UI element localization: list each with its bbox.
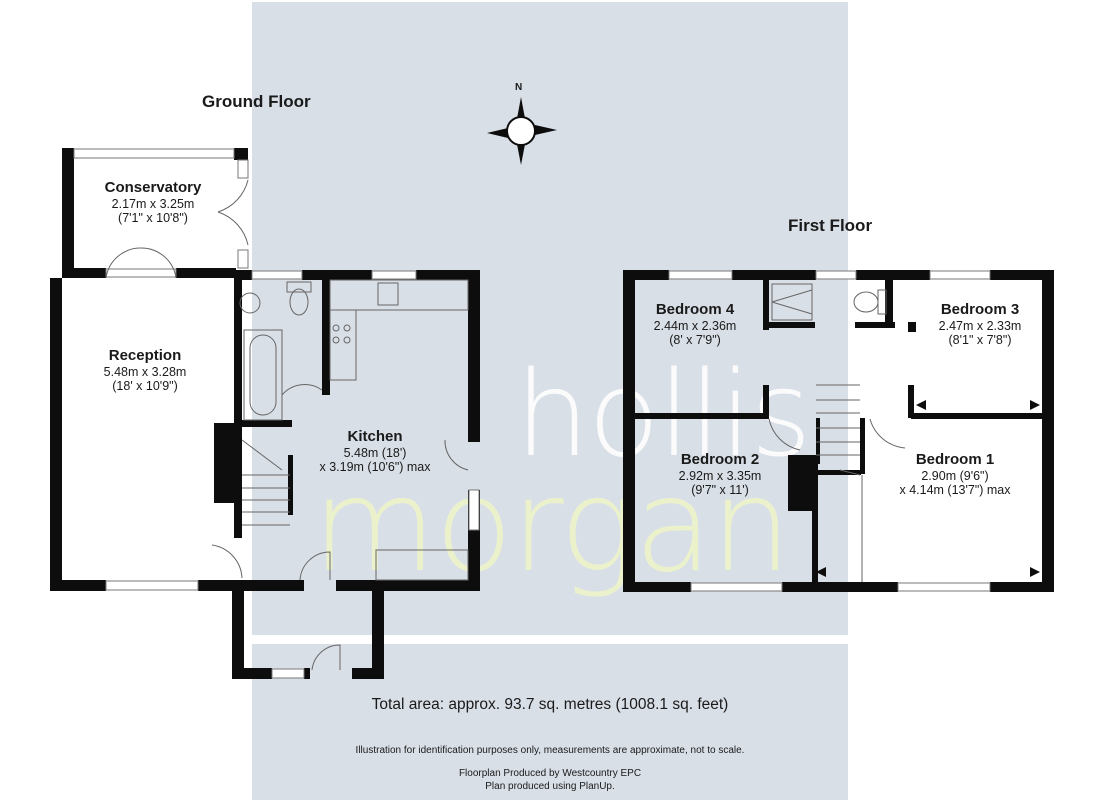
room-label-kitchen: Kitchen 5.48m (18') x 3.19m (10'6") max — [319, 428, 431, 474]
background-overlay-top — [252, 2, 848, 635]
room-label-reception: Reception 5.48m x 3.28m (18' x 10'9") — [103, 347, 187, 393]
software-credit: Plan produced using PlanUp. — [485, 781, 615, 792]
room-label-bedroom-3: Bedroom 3 2.47m x 2.33m (8'1" x 7'8") — [938, 301, 1022, 347]
wardrobe-markers — [816, 400, 1040, 577]
disclaimer: Illustration for identification purposes… — [355, 745, 745, 756]
watermark-morgan: morgan — [312, 452, 792, 601]
producer-credit: Floorplan Produced by Westcountry EPC — [458, 768, 642, 779]
room-label-bedroom-4: Bedroom 4 2.44m x 2.36m (8' x 7'9") — [653, 301, 737, 347]
floor-title-first: First Floor — [788, 216, 873, 235]
total-area: Total area: approx. 93.7 sq. metres (100… — [371, 696, 729, 713]
room-label-bedroom-2: Bedroom 2 2.92m x 3.35m (9'7" x 11') — [678, 451, 762, 497]
room-label-conservatory: Conservatory 2.17m x 3.25m (7'1" x 10'8"… — [104, 179, 202, 225]
doors-and-fixtures — [105, 179, 906, 671]
compass-north-label: N — [515, 82, 523, 93]
compass-rose-icon — [487, 97, 557, 165]
walls-ground-floor — [50, 148, 480, 679]
background-overlay-bottom — [252, 644, 848, 800]
room-label-bedroom-1: Bedroom 1 2.90m (9'6") x 4.14m (13'7") m… — [899, 451, 1011, 497]
walls-first-floor — [623, 270, 1054, 592]
floor-title-ground: Ground Floor — [202, 92, 311, 111]
windows — [73, 148, 991, 679]
